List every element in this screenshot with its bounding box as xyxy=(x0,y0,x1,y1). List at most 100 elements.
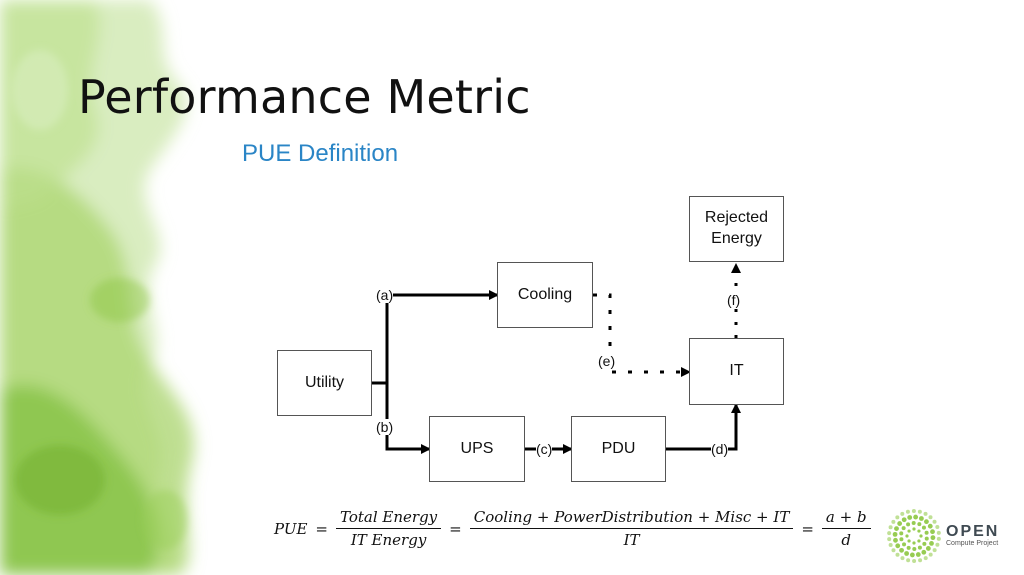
node-it: IT xyxy=(689,338,784,405)
logo-dot xyxy=(911,521,916,525)
logo-dot xyxy=(919,516,924,521)
fraction-1-denominator: IT Energy xyxy=(350,531,427,549)
logo-dot xyxy=(912,547,917,551)
edge-label-d: (d) xyxy=(711,441,729,457)
fraction-2-denominator: IT xyxy=(623,531,640,549)
logo-dot xyxy=(891,519,896,524)
logo-dot xyxy=(936,530,941,535)
edge-label-c: (c) xyxy=(536,441,553,457)
logo-dot xyxy=(932,548,937,553)
logo-dot xyxy=(902,542,907,547)
edge-label-b: (b) xyxy=(376,419,394,435)
fraction-3-denominator: d xyxy=(841,531,852,549)
diagram-subtitle: PUE Definition xyxy=(242,140,399,167)
logo-dot xyxy=(907,529,911,533)
edge-label-f: (f) xyxy=(727,292,741,308)
fraction-2-numerator: Cooling + PowerDistribution + Misc + IT xyxy=(469,508,794,529)
logo-word: OPEN xyxy=(946,522,1000,540)
fraction-1-numerator: Total Energy xyxy=(336,508,442,529)
logo-dot xyxy=(925,546,931,551)
logo-dot xyxy=(917,509,922,514)
logo-dot xyxy=(928,552,933,557)
node-utility: Utility xyxy=(277,350,372,416)
logo-dot xyxy=(911,509,916,513)
logo-dot xyxy=(912,527,916,531)
logo-dot xyxy=(929,541,934,546)
logo-dot xyxy=(930,535,936,541)
logo-dot xyxy=(900,511,905,516)
formula-lhs: PUE xyxy=(274,519,308,538)
logo-dot xyxy=(917,522,922,527)
formula-equals-1: = xyxy=(315,519,328,538)
logo-dot xyxy=(887,531,892,536)
logo-dot xyxy=(906,545,911,550)
logo-dot xyxy=(924,530,929,535)
logo-dot xyxy=(928,515,933,520)
formula-equals-2: = xyxy=(449,519,462,538)
logo-dot xyxy=(899,547,904,553)
logo-dot xyxy=(912,541,916,545)
node-rejected-energy: Rejected Energy xyxy=(689,196,784,262)
logo-dot xyxy=(935,525,940,530)
logo-dot xyxy=(888,542,893,547)
logo-dot xyxy=(905,534,909,538)
logo-dot xyxy=(897,521,903,526)
logo-dot xyxy=(894,526,899,531)
logo-dot xyxy=(899,537,904,542)
logo-dot xyxy=(917,539,921,543)
slide-title: Performance Metric xyxy=(78,70,531,124)
formula-fraction-1: Total Energy IT Energy xyxy=(336,508,442,549)
logo-dot xyxy=(909,552,915,558)
logo-dot xyxy=(895,543,901,549)
logo-dot xyxy=(901,526,906,531)
node-ups: UPS xyxy=(429,416,525,482)
logo-subtitle: Compute Project xyxy=(946,539,999,547)
logo-dot xyxy=(932,519,937,524)
logo-dot xyxy=(893,537,898,543)
formula-equals-3: = xyxy=(801,519,814,538)
ocp-burst-icon xyxy=(887,509,941,563)
logo-dot xyxy=(888,525,893,530)
logo-dot xyxy=(918,558,923,563)
logo-dot xyxy=(895,515,900,520)
logo-dot xyxy=(923,556,928,561)
edge-label-a: (a) xyxy=(376,287,394,303)
connector-a xyxy=(385,290,499,383)
logo-dot xyxy=(905,509,910,514)
edge-label-e: (e) xyxy=(598,353,616,369)
logo-dot xyxy=(906,558,911,563)
logo-dot xyxy=(924,536,929,541)
formula-fraction-3: a + b d xyxy=(821,508,871,549)
logo-dot xyxy=(900,556,905,561)
logo-dot xyxy=(927,523,933,529)
logo-dot xyxy=(923,511,928,516)
logo-dot xyxy=(891,548,896,553)
fraction-3-numerator: a + b xyxy=(821,508,871,529)
logo-dot xyxy=(899,531,904,536)
logo-dot xyxy=(892,531,898,537)
logo-dot xyxy=(901,517,907,523)
logo-dot xyxy=(935,542,940,547)
logo-dot xyxy=(922,541,927,546)
logo-dot xyxy=(936,536,941,541)
logo-dot xyxy=(919,534,923,538)
ocp-logo: OPEN Compute Project xyxy=(886,508,999,564)
logo-dot xyxy=(906,522,911,527)
logo-dot xyxy=(895,552,900,557)
connector-d xyxy=(666,403,741,451)
logo-dot xyxy=(915,552,921,557)
logo-dot xyxy=(917,545,922,550)
logo-dot xyxy=(917,529,921,533)
formula-fraction-2: Cooling + PowerDistribution + Misc + IT … xyxy=(469,508,794,549)
logo-dot xyxy=(907,515,913,520)
logo-dot xyxy=(904,551,909,556)
logo-text: OPEN Compute Project xyxy=(946,522,1000,548)
logo-dot xyxy=(930,529,935,535)
logo-dot xyxy=(913,514,919,520)
logo-dot xyxy=(887,537,892,542)
logo-dot xyxy=(907,539,911,543)
connector-b xyxy=(385,383,431,454)
node-cooling: Cooling xyxy=(497,262,593,328)
logo-dot xyxy=(921,549,927,555)
